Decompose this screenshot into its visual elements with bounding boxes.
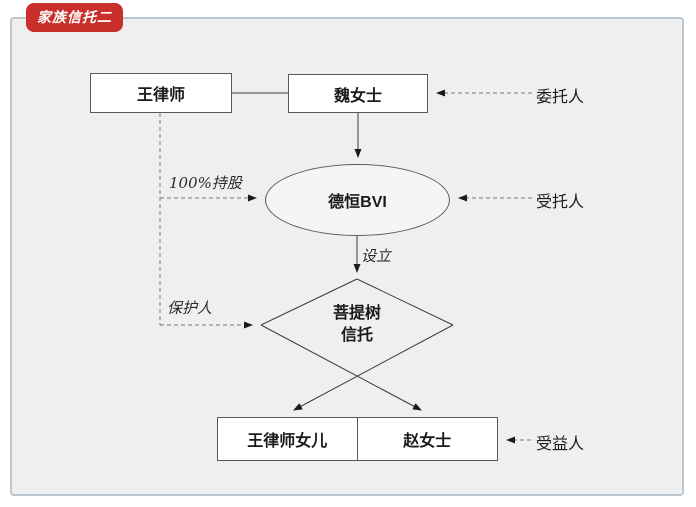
node-ms-zhao: 赵女士 [358,418,498,460]
node-wang-daughter-label: 王律师女儿 [247,433,328,450]
node-bodhi-trust-label: 菩提树 信托 [297,303,417,347]
node-bodhi-trust-label-line1: 菩提树 [332,305,381,322]
diagram-title: 家族信托二 [37,9,112,25]
node-bodhi-trust-label-line2: 信托 [340,327,373,344]
node-deheng-bvi-label: 德恒BVI [328,194,387,211]
edge-trust-to-daughter-arrow [293,324,454,411]
node-lawyer-wang: 王律师 [90,73,232,113]
role-label-trustee: 受托人 [536,194,585,211]
edge-label-establish: 设立 [361,247,392,265]
role-label-beneficiary: 受益人 [536,436,585,453]
node-wang-daughter: 王律师女儿 [218,418,358,460]
edge-trust-to-zhao-arrow [260,324,422,411]
edge-label-protector: 保护人 [167,299,213,317]
node-ms-wei-label: 魏女士 [333,87,382,105]
role-label-settlor: 委托人 [536,89,585,106]
diagram-title-badge: 家族信托二 [26,3,123,32]
edge-label-holding: 100%持股 [169,174,242,192]
node-ms-wei: 魏女士 [288,74,428,113]
node-ms-zhao-label: 赵女士 [403,433,452,450]
beneficiaries-group: 王律师女儿 赵女士 [217,417,498,461]
node-deheng-bvi: 德恒BVI [265,164,450,236]
node-lawyer-wang-label: 王律师 [136,87,185,104]
trust-diamond-upper-edges [260,278,454,326]
